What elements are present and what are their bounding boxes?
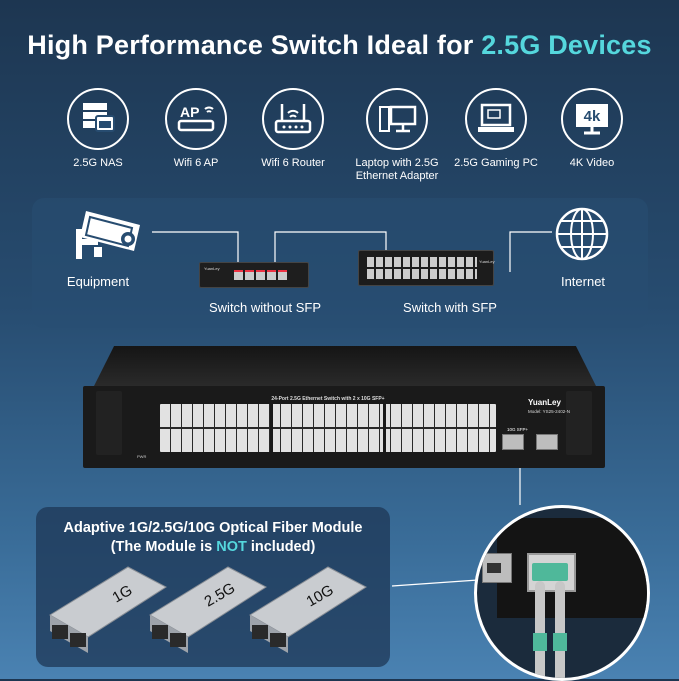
camera-icon	[76, 211, 140, 259]
sfp-label: 10G SFP+	[507, 427, 529, 432]
label-internet: Internet	[560, 274, 606, 289]
topology-panel	[32, 198, 648, 328]
pwr-label: PWR	[137, 454, 147, 459]
sfp-port	[536, 434, 558, 450]
wifi-ap-icon: AP	[165, 88, 227, 150]
sfp-module-10g: 10G	[249, 566, 367, 653]
router-icon	[262, 88, 324, 150]
fiber-cable	[535, 581, 545, 678]
device-wifi-ap: AP Wifi 6 AP	[146, 88, 246, 170]
label-switch-with-sfp: Switch with SFP	[403, 300, 497, 315]
laptop-icon	[366, 88, 428, 150]
port-group	[234, 270, 287, 280]
4k-video-icon: 4k	[561, 88, 623, 150]
switch-with-sfp-image: YuanLey	[358, 250, 495, 286]
switch-side-panel	[96, 391, 122, 455]
label-equipment: Equipment	[66, 274, 130, 289]
device-gaming-pc: 2.5G Gaming PC	[446, 88, 546, 170]
gaming-pc-icon	[465, 88, 527, 150]
device-label: Wifi 6 AP	[173, 157, 219, 169]
fiber-connector	[532, 563, 568, 581]
fiber-cable	[555, 581, 565, 678]
4k-icon-text: 4k	[584, 108, 601, 125]
device-label: 4K Video	[569, 157, 615, 169]
nas-icon	[67, 88, 129, 150]
switch-brand: YuanLey	[528, 398, 561, 407]
label-switch-without-sfp: Switch without SFP	[209, 300, 321, 315]
device-laptop: Laptop with 2.5G Ethernet Adapter	[347, 88, 447, 183]
headline-highlight: 2.5G Devices	[481, 30, 652, 60]
sfp-port	[502, 434, 524, 450]
sfp-zoom-circle	[474, 505, 650, 681]
device-label: Wifi 6 Router	[261, 157, 325, 169]
device-label: 2.5G Gaming PC	[454, 157, 538, 169]
switch-side-panel	[566, 391, 592, 455]
headline-main: High Performance Switch Ideal for	[27, 30, 482, 60]
switch-model: Model: YS25-2402-N	[528, 409, 570, 414]
headline: High Performance Switch Ideal for 2.5G D…	[0, 30, 679, 61]
ap-icon-text: AP	[180, 104, 199, 120]
module-title-line1: Adaptive 1G/2.5G/10G Optical Fiber Modul…	[63, 520, 363, 536]
switch-top	[94, 346, 596, 386]
sfp-module-2-5g: 2.5G	[149, 566, 267, 653]
sfp-module-1g: 1G	[49, 566, 167, 653]
switch-title: 24-Port 2.5G Ethernet Switch with 2 x 10…	[271, 396, 385, 402]
device-router: Wifi 6 Router	[243, 88, 343, 170]
device-label: 2.5G NAS	[73, 157, 123, 169]
device-4k-video: 4k 4K Video	[542, 88, 642, 170]
switch-without-sfp-image: YuanLey	[199, 262, 309, 288]
rj45-port-block	[160, 404, 496, 452]
globe-icon	[555, 207, 609, 261]
not-text: NOT	[216, 539, 247, 555]
module-box-title: Adaptive 1G/2.5G/10G Optical Fiber Modul…	[36, 519, 390, 557]
device-label: Laptop with 2.5G Ethernet Adapter	[355, 157, 439, 182]
sfp-modules: 1G 2.5G 10G	[49, 566, 367, 653]
device-nas: 2.5G NAS	[48, 88, 148, 170]
